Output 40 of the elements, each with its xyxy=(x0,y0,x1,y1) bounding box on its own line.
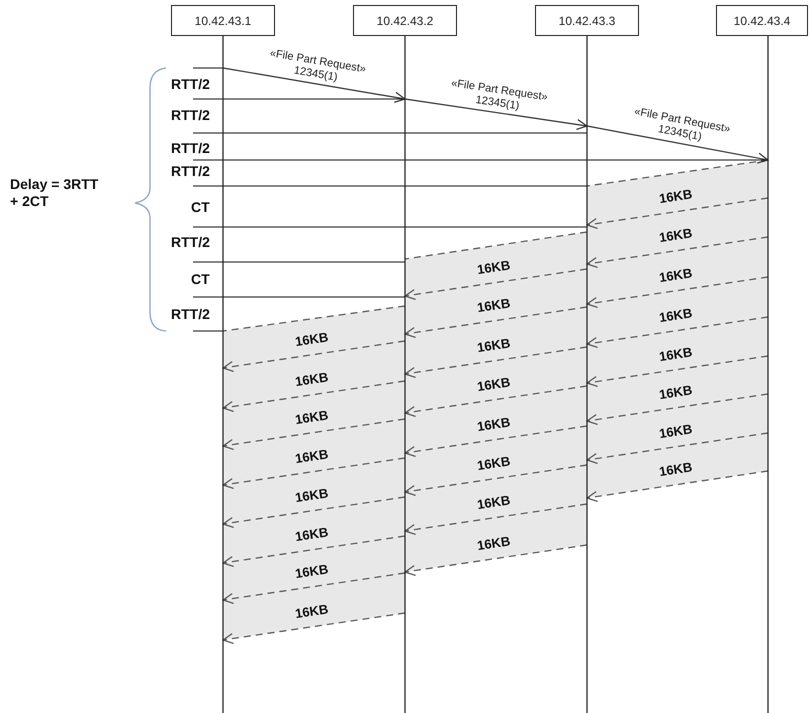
dashed-arrow xyxy=(222,418,406,450)
dashed-arrow xyxy=(586,197,768,230)
dashed-arrow xyxy=(586,355,768,388)
interval-label: RTT/2 xyxy=(171,76,210,93)
dashed-arrow xyxy=(404,346,588,378)
dashed-arrow xyxy=(404,268,588,300)
dashed-arrow xyxy=(222,572,406,604)
dashed-arrow xyxy=(586,236,768,268)
participant-box: 10.42.43.4 xyxy=(716,5,808,36)
dashed-arrow xyxy=(404,385,588,418)
interval-label: CT xyxy=(191,271,210,288)
arrow xyxy=(222,67,406,103)
dashed-arrow xyxy=(222,340,406,372)
interval-label: RTT/2 xyxy=(171,163,210,180)
interval-label: CT xyxy=(191,199,210,216)
dashed-arrow xyxy=(586,316,768,348)
interval-label: RTT/2 xyxy=(171,306,210,323)
interval-label: RTT/2 xyxy=(171,140,210,157)
interval-label: RTT/2 xyxy=(171,107,210,124)
dashed-arrow xyxy=(222,457,406,490)
dashed-arrow xyxy=(222,535,406,568)
participant-box: 10.42.43.1 xyxy=(171,5,275,36)
dashed-arrow xyxy=(586,276,768,308)
arrow xyxy=(586,125,769,164)
participant-box: 10.42.43.2 xyxy=(353,5,457,36)
dashed-arrow xyxy=(586,470,768,502)
dashed-arrow xyxy=(404,544,588,576)
dashed-arrow xyxy=(404,464,588,496)
dashed-arrow xyxy=(222,380,406,412)
delay-formula: Delay = 3RTT + 2CT xyxy=(10,176,100,210)
interval-label: RTT/2 xyxy=(171,234,210,251)
dashed-arrow xyxy=(222,496,406,528)
dashed-arrow xyxy=(222,612,406,644)
dashed-arrow xyxy=(404,425,588,458)
dashed-arrow xyxy=(404,306,588,338)
dashed-arrow xyxy=(586,432,768,464)
participant-box: 10.42.43.3 xyxy=(535,5,639,36)
dashed-arrow xyxy=(404,503,588,536)
dashed-arrow xyxy=(586,393,768,426)
arrow xyxy=(404,98,588,130)
